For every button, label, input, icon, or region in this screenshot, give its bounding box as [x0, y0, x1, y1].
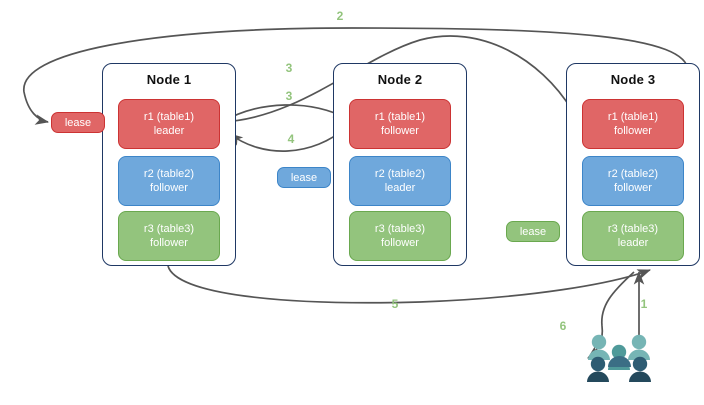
node-container-node2[interactable]: Node 2 r1 (table1) follower r2 (table2) …	[333, 63, 467, 266]
replica-role: leader	[153, 125, 185, 137]
replica-name: r3 (table3)	[607, 223, 659, 235]
people-group-icon	[586, 333, 652, 385]
lease-label: lease	[519, 225, 547, 238]
edge-2-path	[23, 27, 689, 125]
edge-label-1: 1	[640, 297, 648, 311]
edge-5-path	[167, 265, 651, 304]
replica-name: r3 (table3)	[374, 223, 426, 235]
edge-label-3a: 3	[285, 61, 293, 75]
replica-role: follower	[381, 125, 419, 137]
lease-badge-r2[interactable]: lease	[277, 167, 331, 188]
replica-role: follower	[614, 182, 652, 194]
replica-role: follower	[614, 125, 652, 137]
edge-label-5: 5	[391, 297, 399, 311]
replica-node2-r1[interactable]: r1 (table1) follower	[349, 99, 451, 149]
replica-name: r2 (table2)	[143, 168, 195, 180]
lease-badge-r3[interactable]: lease	[506, 221, 560, 242]
replica-name: r3 (table3)	[143, 223, 195, 235]
replica-role: leader	[384, 182, 416, 194]
replica-role: leader	[617, 237, 649, 249]
node-title-node2: Node 2	[377, 72, 423, 87]
edge-label-6: 6	[559, 319, 567, 333]
replica-node3-r2[interactable]: r2 (table2) follower	[582, 156, 684, 206]
node-title-node1: Node 1	[146, 72, 192, 87]
replica-name: r2 (table2)	[374, 168, 426, 180]
node-title-node3: Node 3	[610, 72, 656, 87]
replica-node3-r3[interactable]: r3 (table3) leader	[582, 211, 684, 261]
edge-label-4: 4	[287, 132, 295, 146]
lease-badge-r1[interactable]: lease	[51, 112, 105, 133]
replica-name: r1 (table1)	[607, 111, 659, 123]
replica-role: follower	[150, 237, 188, 249]
replica-node1-r2[interactable]: r2 (table2) follower	[118, 156, 220, 206]
node-container-node3[interactable]: Node 3 r1 (table1) follower r2 (table2) …	[566, 63, 700, 266]
replica-name: r1 (table1)	[143, 111, 195, 123]
replica-node2-r2[interactable]: r2 (table2) leader	[349, 156, 451, 206]
edge-label-3b: 3	[285, 89, 293, 103]
replica-node1-r1[interactable]: r1 (table1) leader	[118, 99, 220, 149]
replica-node3-r1[interactable]: r1 (table1) follower	[582, 99, 684, 149]
replica-node2-r3[interactable]: r3 (table3) follower	[349, 211, 451, 261]
replica-role: follower	[150, 182, 188, 194]
replica-name: r2 (table2)	[607, 168, 659, 180]
node-container-node1[interactable]: Node 1 r1 (table1) leader r2 (table2) fo…	[102, 63, 236, 266]
lease-label: lease	[290, 171, 318, 184]
lease-label: lease	[64, 116, 92, 129]
replica-node1-r3[interactable]: r3 (table3) follower	[118, 211, 220, 261]
replica-role: follower	[381, 237, 419, 249]
replica-name: r1 (table1)	[374, 111, 426, 123]
edge-label-2: 2	[336, 9, 344, 23]
